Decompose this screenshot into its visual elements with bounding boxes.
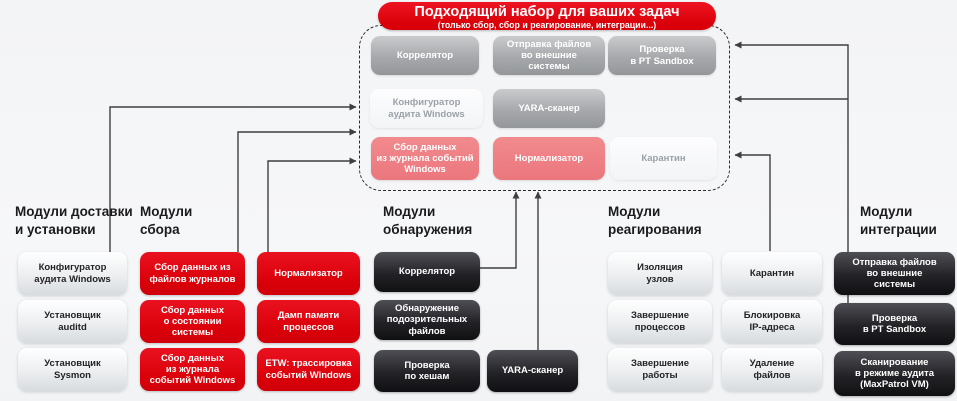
set-box-correlator: Коррелятор [371,36,479,75]
module-box-windows-eventlog-collection: Сбор данных из журнала событий Windows [140,348,245,391]
group-title-collection: Модули сбора [140,204,193,237]
arrow-correlator-to-set [480,191,520,269]
module-box-yara-scanner: YARA-сканер [487,350,578,392]
module-box-send-files-external: Отправка файлов во внешние системы [834,252,955,295]
module-box-system-state-collection: Сбор данных о состоянии системы [140,300,245,343]
set-box-pt-sandbox: Проверка в PT Sandbox [608,36,716,75]
set-box-yara: YARA-сканер [493,89,605,128]
group-title-integration: Модули интеграции [860,204,937,237]
banner-subtitle: (только сбор, сбор и реагирование, интег… [437,20,657,30]
module-box-kill-process: Завершение процессов [608,300,712,343]
module-box-ip-block: Блокировка IP-адреса [722,300,822,343]
arrow-integration-to-set-1 [734,41,849,303]
module-box-host-isolation: Изоляция узлов [608,252,712,295]
set-box-quarantine: Карантин [610,137,717,180]
arrow-collection1-to-set [237,128,357,252]
module-box-file-deletion: Удаление файлов [722,348,822,391]
module-box-hash-check: Проверка по хешам [374,350,480,392]
banner-title: Подходящий набор для ваших задач [414,4,680,20]
module-box-etw-tracing: ETW: трассировка событий Windows [257,348,360,391]
module-box-maxpatrol-audit: Сканирование в режиме аудита (MaxPatrol … [834,351,955,396]
module-box-quarantine: Карантин [722,252,822,295]
set-box-send-files: Отправка файлов во внешние системы [493,36,605,75]
module-box-shutdown: Завершение работы [608,348,712,391]
module-box-process-dump: Дамп памяти процессов [257,300,360,343]
module-box-pt-sandbox-check: Проверка в PT Sandbox [834,303,955,345]
module-box-audit-configurator: Конфигуратор аудита Windows [18,252,127,295]
arrow-collection2-to-set [267,157,357,252]
module-box-auditd-installer: Установщик auditd [18,300,127,343]
set-box-windows-eventlog: Сбор данных из журнала событий Windows [371,137,479,180]
module-box-sysmon-installer: Установщик Sysmon [18,348,127,391]
module-box-suspicious-files: Обнаружение подозрительных файлов [374,300,480,340]
module-box-correlator: Коррелятор [374,252,480,292]
group-title-delivery: Модули доставки и установки [15,204,133,237]
set-box-audit-configurator: Конфигуратор аудита Windows [370,89,483,128]
module-box-log-files-collection: Сбор данных из файлов журналов [140,252,245,295]
module-box-normalizer: Нормализатор [257,252,360,295]
group-title-detection: Модули обнаружения [383,204,473,237]
set-box-normalizer: Нормализатор [493,137,605,180]
banner: Подходящий набор для ваших задач (только… [378,2,716,30]
arrow-quarantine-to-set [734,151,771,251]
group-title-response: Модули реагирования [608,204,702,237]
arrow-delivery-to-set [109,103,357,252]
